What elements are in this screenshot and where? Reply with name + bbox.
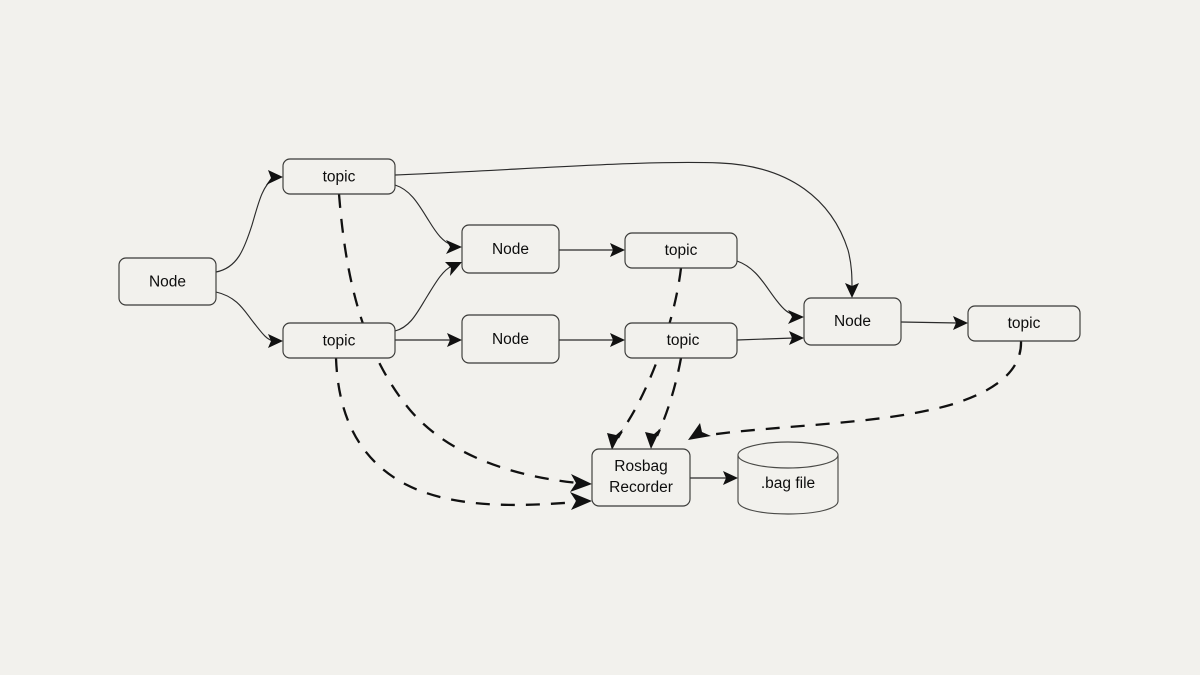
topic-b-rect[interactable] xyxy=(282,322,396,359)
topic-c-rect[interactable] xyxy=(624,232,738,269)
topic-a-label: topic xyxy=(323,169,356,186)
topic-b-label: topic xyxy=(323,333,356,350)
topic-d-label: topic xyxy=(667,332,700,349)
topic-d-rect[interactable] xyxy=(624,322,738,359)
node-mid-top-rect[interactable] xyxy=(461,224,560,274)
edge-node-mid-bot-to-topic-d xyxy=(559,333,625,347)
edge-topic-c-to-node-right xyxy=(736,260,804,324)
edge-node-right-to-topic-e xyxy=(900,316,968,330)
edge-topic-d-to-rosbag-dashed xyxy=(645,357,683,449)
rosbag-recorder-label-line2: Recorder xyxy=(609,479,673,496)
node-src-label: Node xyxy=(149,274,186,291)
node-src-rect[interactable] xyxy=(118,257,217,306)
node-mid-bot-rect[interactable] xyxy=(461,314,560,364)
bag-file-cylinder-top xyxy=(737,441,839,469)
edge-topic-d-to-node-right xyxy=(736,331,804,345)
edge-node-src-to-topic-a xyxy=(215,170,283,273)
edge-topic-b-to-node-mid-bot xyxy=(395,333,462,347)
edge-rosbag-to-bagfile xyxy=(690,471,738,485)
bag-file-label: .bag file xyxy=(761,475,815,492)
node-mid-bot-label: Node xyxy=(492,331,529,348)
node-box-node-src[interactable]: Node xyxy=(118,257,217,306)
edge-node-src-to-topic-b xyxy=(215,291,283,348)
node-box-node-mid-bot[interactable]: Node xyxy=(461,314,560,364)
edge-topic-e-to-rosbag-dashed xyxy=(688,340,1023,440)
node-box-topic-e[interactable]: topic xyxy=(967,305,1081,342)
rosbag-recorder-rect[interactable] xyxy=(591,448,691,507)
rosbag-recorder-label-line1: Rosbag xyxy=(614,458,667,475)
topic-e-label: topic xyxy=(1008,315,1041,332)
edge-topic-b-to-node-mid-top xyxy=(394,262,462,332)
node-box-topic-b[interactable]: topic xyxy=(282,322,396,359)
node-box-node-mid-top[interactable]: Node xyxy=(461,224,560,274)
edge-topic-a-to-node-right xyxy=(394,161,859,298)
node-box-topic-c[interactable]: topic xyxy=(624,232,738,269)
edge-node-mid-top-to-topic-c xyxy=(559,243,625,257)
node-box-topic-a[interactable]: topic xyxy=(282,158,396,195)
bag-file-cylinder-body[interactable] xyxy=(737,454,839,515)
node-box-topic-d[interactable]: topic xyxy=(624,322,738,359)
edge-topic-a-to-node-mid-top xyxy=(394,184,462,254)
node-box-bag-file[interactable]: .bag file xyxy=(737,441,839,515)
node-box-node-right[interactable]: Node xyxy=(803,297,902,346)
topic-c-label: topic xyxy=(665,242,698,259)
edge-topic-c-to-rosbag-dashed xyxy=(607,267,683,450)
topic-e-rect[interactable] xyxy=(967,305,1081,342)
node-box-rosbag-recorder[interactable]: Rosbag Recorder xyxy=(591,448,691,507)
topic-a-rect[interactable] xyxy=(282,158,396,195)
edge-topic-b-to-rosbag-dashed xyxy=(334,357,592,510)
node-right-label: Node xyxy=(834,313,871,330)
node-mid-top-label: Node xyxy=(492,241,529,258)
node-right-rect[interactable] xyxy=(803,297,902,346)
edge-topic-a-to-rosbag-dashed xyxy=(337,193,592,492)
